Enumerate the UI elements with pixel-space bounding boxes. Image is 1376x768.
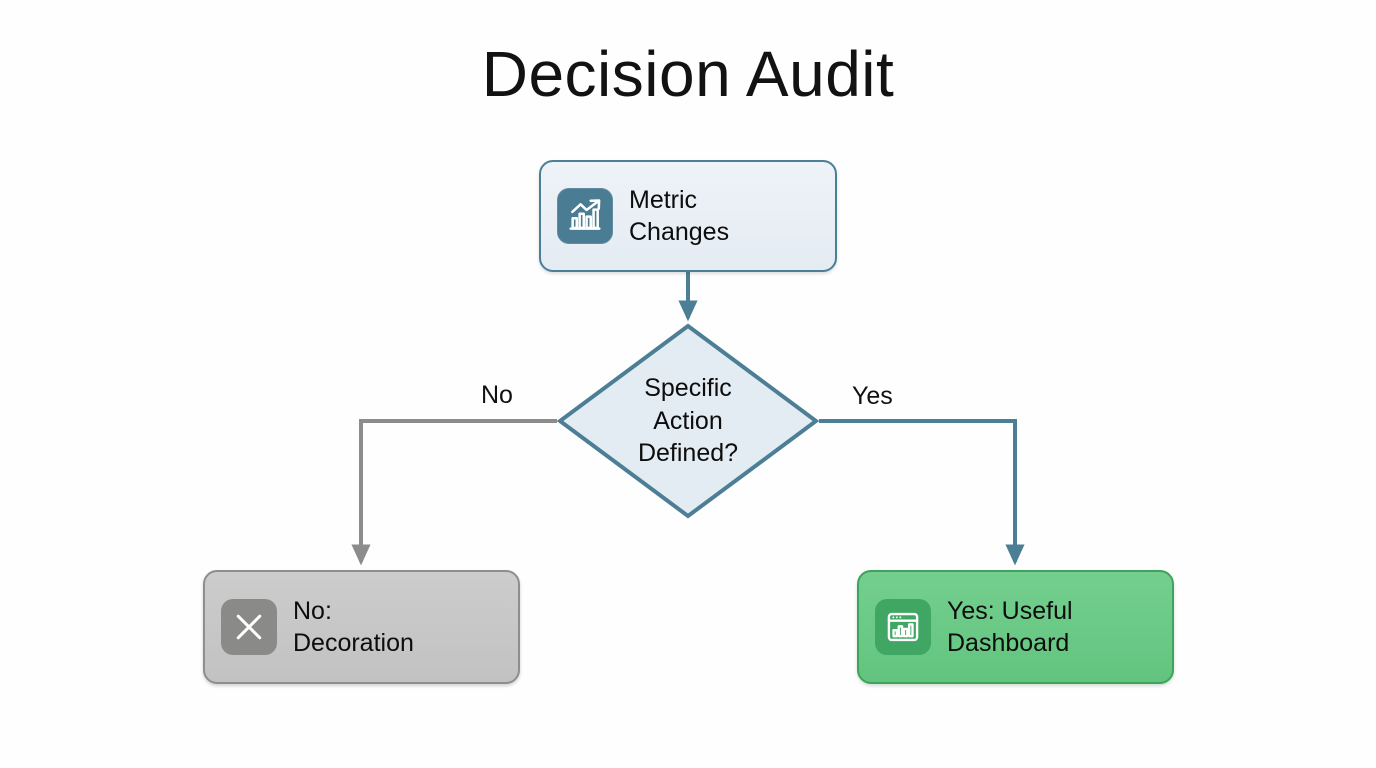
edge-label-no: No (481, 381, 513, 409)
bar-chart-trending-up-icon (557, 188, 613, 244)
edge-decision-to-yes (819, 419, 1025, 566)
diamond-shape (557, 323, 819, 519)
node-metric-changes[interactable]: Metric Changes (539, 160, 837, 272)
node-yes-dashboard[interactable]: Yes: Useful Dashboard (857, 570, 1174, 684)
edge-label-yes: Yes (852, 382, 893, 410)
node-no-decoration-label: No: Decoration (293, 596, 414, 658)
edge-decision-to-no (351, 419, 557, 566)
close-x-icon (221, 599, 277, 655)
dashboard-window-icon (875, 599, 931, 655)
page-title: Decision Audit (481, 38, 895, 110)
node-decision-specific-action[interactable]: Specific Action Defined? (557, 323, 819, 519)
node-yes-dashboard-label: Yes: Useful Dashboard (947, 596, 1073, 658)
node-metric-changes-label: Metric Changes (629, 185, 730, 247)
node-no-decoration[interactable]: No: Decoration (203, 570, 520, 684)
